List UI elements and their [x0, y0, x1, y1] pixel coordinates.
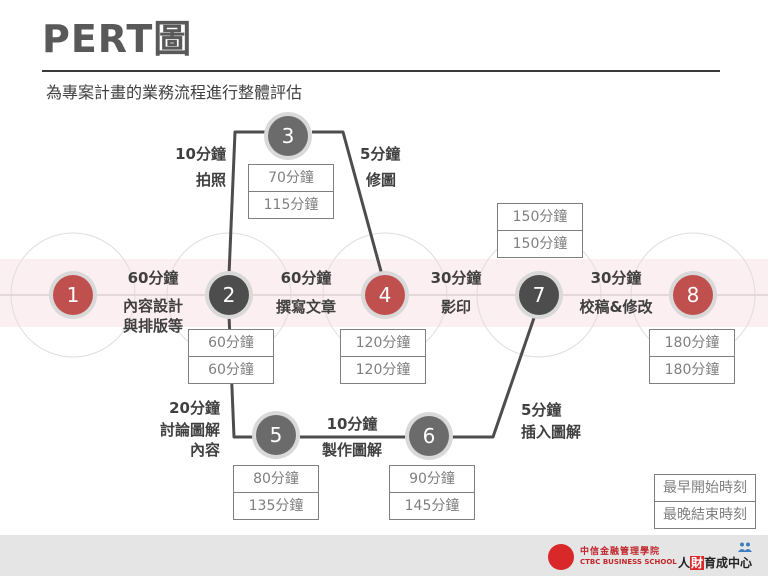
edge-5-6-duration: 10分鐘 [326, 415, 378, 433]
latest-finish: 180分鐘 [650, 356, 734, 383]
node-2: 2 [209, 275, 249, 315]
earliest-start: 180分鐘 [664, 335, 720, 351]
node-7-times: 150分鐘 150分鐘 [497, 203, 583, 258]
edge-4-7-duration: 30分鐘 [430, 269, 482, 287]
edge-5-6-task: 製作圖解 [321, 441, 382, 459]
node-3: 3 [268, 116, 308, 156]
people-icon [738, 542, 752, 552]
center-name-rest: 育成中心 [704, 556, 753, 570]
latest-finish: 135分鐘 [234, 492, 318, 519]
node-3-times: 70分鐘 115分鐘 [248, 164, 334, 219]
edge-1-2-task-line2: 與排版等 [122, 317, 183, 335]
node-6-times: 90分鐘 145分鐘 [389, 465, 475, 520]
school-name-en: CTBC BUSINESS SCHOOL [580, 558, 677, 566]
edge-7-8-task: 校稿&修改 [579, 298, 653, 316]
edge-7-8-duration: 30分鐘 [590, 269, 642, 287]
edge-1-2-duration: 60分鐘 [127, 269, 179, 287]
legend-earliest-start: 最早開始時刻 [663, 480, 747, 496]
node-5-times: 80分鐘 135分鐘 [233, 465, 319, 520]
earliest-start: 90分鐘 [409, 471, 455, 487]
earliest-start: 120分鐘 [355, 335, 411, 351]
latest-finish: 145分鐘 [390, 492, 474, 519]
center-char-1: 人 [678, 556, 691, 570]
edge-3-4-duration: 5分鐘 [360, 145, 401, 163]
node-4: 4 [365, 275, 405, 315]
footer-bar [0, 535, 768, 576]
earliest-start: 80分鐘 [253, 471, 299, 487]
edge-2-5-task-line1: 討論圖解 [159, 421, 220, 439]
edge-6-7-duration: 5分鐘 [521, 401, 562, 419]
edge-2-5-duration: 20分鐘 [169, 399, 220, 417]
node-7: 7 [519, 275, 559, 315]
edge-2-3-task: 拍照 [195, 171, 226, 189]
earliest-start: 70分鐘 [268, 170, 314, 186]
node-2-times: 60分鐘 60分鐘 [188, 329, 274, 384]
center-name: 人財育成中心 [678, 554, 752, 571]
legend-box: 最早開始時刻 最晚結束時刻 [654, 474, 756, 529]
edge-2-4-task: 撰寫文章 [275, 298, 336, 316]
page-title: PERT圖 [42, 17, 193, 61]
node-8: 8 [673, 275, 713, 315]
school-logo-icon [548, 544, 574, 570]
latest-finish: 150分鐘 [498, 230, 582, 257]
node-4-times: 120分鐘 120分鐘 [340, 329, 426, 384]
edge-3-4-task: 修圖 [366, 171, 397, 189]
earliest-start: 150分鐘 [512, 209, 568, 225]
edge-4-7-task: 影印 [440, 298, 471, 316]
page-subtitle: 為專案計畫的業務流程進行整體評估 [46, 83, 303, 102]
title-divider [42, 70, 720, 72]
node-1: 1 [53, 275, 93, 315]
node-6: 6 [409, 416, 449, 456]
edge-6-7-task: 插入圖解 [521, 423, 582, 441]
edge-1-2-task-line1: 內容設計 [122, 297, 183, 315]
legend-latest-finish: 最晚結束時刻 [655, 501, 755, 528]
earliest-start: 60分鐘 [208, 335, 254, 351]
node-5: 5 [256, 415, 296, 455]
edge-2-5-task-line2: 內容 [189, 441, 220, 459]
school-name-zh: 中信金融管理學院 [580, 547, 661, 557]
latest-finish: 120分鐘 [341, 356, 425, 383]
center-char-2: 財 [690, 556, 705, 570]
node-8-times: 180分鐘 180分鐘 [649, 329, 735, 384]
edge-2-4-duration: 60分鐘 [280, 269, 332, 287]
edge-2-3-duration: 10分鐘 [175, 145, 226, 163]
latest-finish: 115分鐘 [249, 191, 333, 218]
latest-finish: 60分鐘 [189, 356, 273, 383]
